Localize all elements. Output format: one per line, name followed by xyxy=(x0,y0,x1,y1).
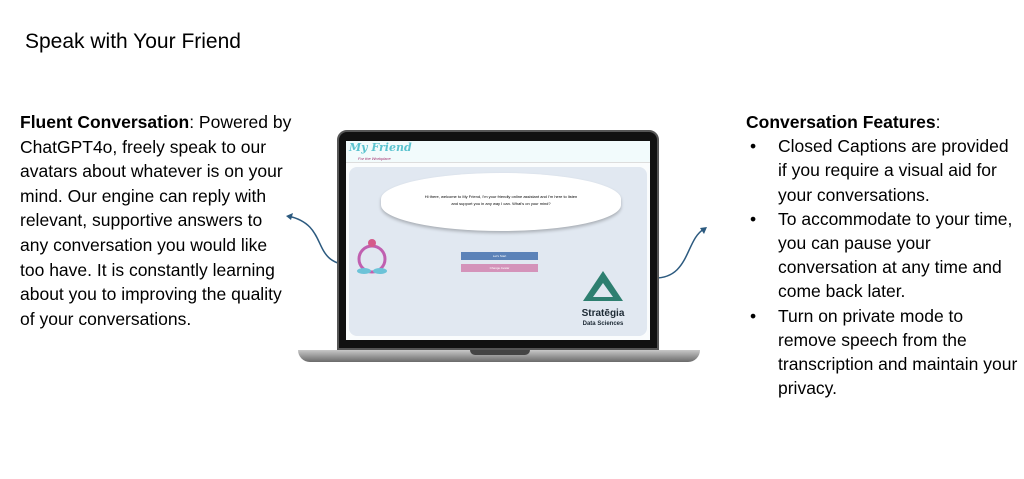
change-avatar-button[interactable]: Change Avatar xyxy=(461,264,538,272)
fluent-conversation-section: Fluent Conversation: Powered by ChatGPT4… xyxy=(20,112,292,329)
app-logo-sub: For the Workplace xyxy=(358,156,391,161)
speech-bubble: Hi there, welcome to My Friend, I'm your… xyxy=(381,173,621,231)
feature-item: Closed Captions are provided if you requ… xyxy=(746,134,1021,207)
page-title: Speak with Your Friend xyxy=(25,30,241,53)
triangle-logo-icon xyxy=(583,271,623,301)
app-header: My Friend For the Workplace xyxy=(346,141,650,163)
avatar-icon xyxy=(357,239,387,274)
laptop-base xyxy=(298,350,700,362)
chat-panel: Hi there, welcome to My Friend, I'm your… xyxy=(349,167,647,336)
feature-item: Turn on private mode to remove speech fr… xyxy=(746,304,1021,401)
app-logo: My Friend xyxy=(349,141,412,154)
section-heading: Conversation Features xyxy=(746,112,936,132)
app-screen: My Friend For the Workplace Hi there, we… xyxy=(346,141,650,340)
brand-name: Stratēgia xyxy=(581,308,625,319)
assistant-message: Hi there, welcome to My Friend, I'm your… xyxy=(424,194,578,206)
strategia-logo: Stratēgia Data Sciences xyxy=(581,269,625,328)
section-body: Powered by ChatGPT4o, freely speak to ou… xyxy=(20,112,292,329)
conversation-features-section: Conversation Features: Closed Captions a… xyxy=(746,110,1021,400)
section-heading: Fluent Conversation xyxy=(20,112,190,132)
brand-sub: Data Sciences xyxy=(582,321,624,327)
laptop-mockup: My Friend For the Workplace Hi there, we… xyxy=(337,130,659,350)
feature-item: To accommodate to your time, you can pau… xyxy=(746,207,1021,304)
start-button[interactable]: Let's Start xyxy=(461,252,538,260)
laptop-notch xyxy=(470,350,530,355)
